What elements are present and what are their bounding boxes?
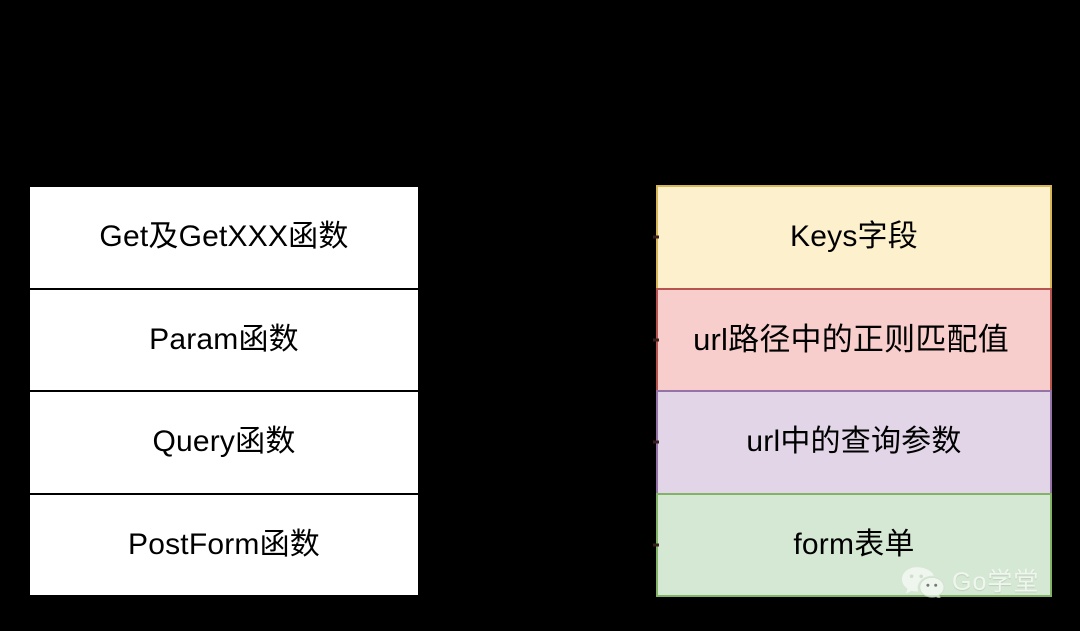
arrow-head-icon-4 xyxy=(653,543,659,547)
right-row-label-1: Keys字段 xyxy=(790,220,918,254)
left-table-row-2[interactable]: Param函数 xyxy=(28,287,420,392)
left-table-row-1[interactable]: Get及GetXXX函数 xyxy=(28,185,420,290)
right-table-row-1[interactable]: Keys字段 xyxy=(653,185,1052,290)
left-row-label-1: Get及GetXXX函数 xyxy=(99,220,349,254)
right-table: Keys字段 url路径中的正则匹配值 url中的查询参数 form表单 xyxy=(653,185,1052,603)
right-table-row-4[interactable]: form表单 xyxy=(653,492,1052,597)
right-row-label-3: url中的查询参数 xyxy=(746,425,962,459)
left-table-row-4[interactable]: PostForm函数 xyxy=(28,492,420,597)
right-table-row-2[interactable]: url路径中的正则匹配值 xyxy=(653,287,1052,392)
right-row-label-4: form表单 xyxy=(793,527,915,561)
left-table-row-3[interactable]: Query函数 xyxy=(28,390,420,495)
left-row-label-4: PostForm函数 xyxy=(127,527,321,561)
left-row-label-3: Query函数 xyxy=(152,425,296,459)
arrow-head-icon-3 xyxy=(653,440,659,444)
right-table-row-3[interactable]: url中的查询参数 xyxy=(653,390,1052,495)
arrow-head-icon-2 xyxy=(653,338,659,342)
right-row-label-2: url路径中的正则匹配值 xyxy=(693,322,1009,358)
left-table: Get及GetXXX函数 Param函数 Query函数 PostForm函数 xyxy=(28,185,420,603)
arrow-head-icon-1 xyxy=(653,235,659,239)
left-row-label-2: Param函数 xyxy=(149,322,299,356)
